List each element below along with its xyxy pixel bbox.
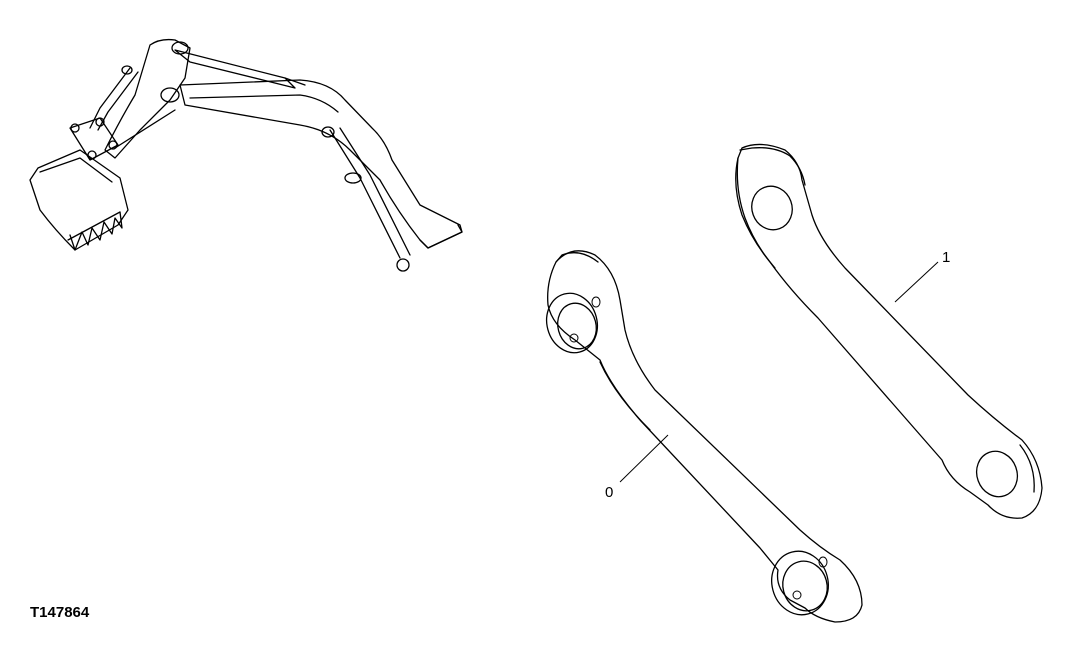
- callout-label-0: 0: [605, 484, 613, 501]
- link-part-1: [735, 143, 1043, 519]
- link-part-0: [545, 250, 863, 623]
- figure-id: T147864: [30, 604, 90, 621]
- callout-0: 0: [605, 434, 669, 501]
- callout-label-1: 1: [942, 249, 950, 266]
- excavator-boom-illustration: [29, 38, 463, 272]
- callout-1: 1: [894, 249, 950, 303]
